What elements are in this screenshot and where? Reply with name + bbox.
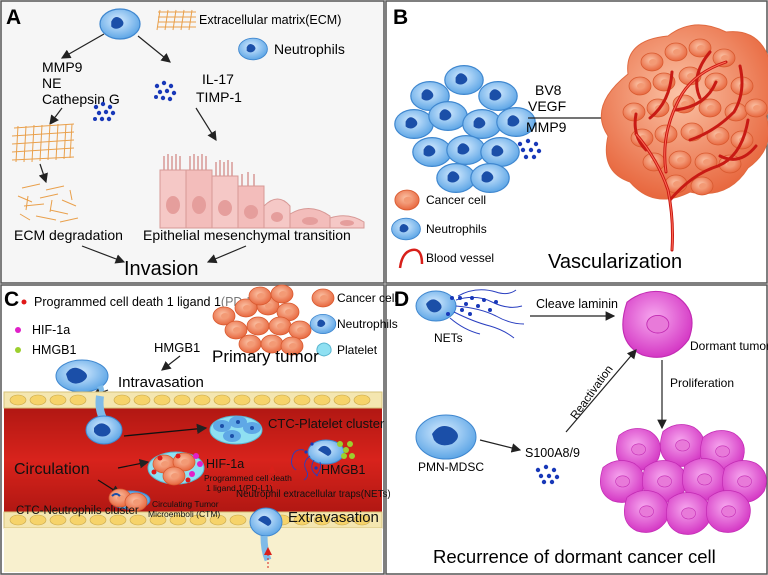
nets-label: Neutrophil extracellular traps(NETs): [236, 489, 391, 500]
blood-vessel-legend-label: Blood vessel: [426, 251, 494, 265]
degraded-ecm: [17, 183, 79, 223]
proliferation-label: Proliferation: [670, 376, 734, 390]
platelet-legend-label: Platelet: [337, 343, 378, 357]
factor-il17-label: IL-17: [202, 71, 234, 87]
neutrophil-cell-icon: [99, 8, 141, 40]
ecm-legend-label: Extracellular matrix(ECM): [199, 13, 341, 27]
arrow-to-ctc-platelet: [123, 423, 208, 437]
hmgb1-right-label: HMGB1: [321, 463, 366, 477]
neutrophils-legend-label-b: Neutrophils: [426, 222, 487, 236]
factor-mmp9-label: MMP9: [526, 119, 567, 135]
s100-label: S100A8/9: [525, 446, 580, 460]
proliferated-tumor-cluster: [599, 424, 767, 535]
dormant-tumor-label: Dormant tumor: [690, 339, 768, 353]
arrow-ecm-to-invasion: [81, 245, 126, 264]
neutrophils-legend-label: Neutrophils: [274, 41, 345, 57]
s100-dots: [535, 464, 560, 485]
cancer-cell-legend-icon: [394, 189, 420, 211]
ctc-neutrophils-label: CTC-Neutrophils cluster: [16, 505, 139, 517]
neutrophils-legend-label-c: Neutrophils: [337, 317, 398, 331]
factor-dots: [154, 80, 177, 102]
panel-d-letter: D: [394, 288, 409, 311]
nets-in-vessel: [291, 439, 355, 481]
enzyme-dots: [93, 101, 116, 122]
neutrophil-legend-icon-c: [309, 313, 337, 335]
factor-timp1-label: TIMP-1: [196, 89, 242, 105]
arrow-reactivation: [565, 349, 637, 433]
ctm-line1-label: Circulating Tumor: [152, 499, 219, 509]
hmgb1-legend-label: HMGB1: [32, 343, 77, 357]
intravasation-label: Intravasation: [118, 374, 204, 391]
enzyme-ne-label: NE: [42, 75, 61, 91]
nets-d-label: NETs: [434, 331, 463, 345]
hmgb1-left-label: HMGB1: [154, 340, 200, 355]
enzyme-cathepsin-label: Cathepsin G: [42, 91, 120, 107]
enzyme-mmp9-label: MMP9: [42, 59, 83, 75]
cleave-laminin-label: Cleave laminin: [536, 297, 618, 311]
arrow-to-degraded: [38, 163, 48, 184]
extravasation-label: Extravasation: [288, 509, 379, 526]
ctm-line2-label: Microemboli (CTM): [148, 509, 220, 519]
factor-vegf-label: VEGF: [528, 98, 566, 114]
circulation-label: Circulation: [14, 461, 90, 478]
panel-a: A Extracellular matrix(ECM) Neutrophils …: [6, 6, 365, 280]
vascularization-label: Vascularization: [548, 251, 682, 273]
arrow-to-emt: [195, 107, 217, 142]
hif-label: HIF-1a: [206, 457, 244, 471]
dormant-tumor-cell: [622, 290, 693, 358]
arrow-to-enzymes: [60, 33, 105, 59]
vascularized-tumor: [600, 24, 768, 252]
neutrophil-in-vessel: [85, 395, 123, 445]
factor-dots-b: [517, 138, 542, 160]
hif-legend-label: HIF-1a: [32, 323, 70, 337]
ctc-platelet-cluster: [209, 415, 263, 445]
arrow-to-ecm: [49, 107, 63, 125]
nets-cell: [415, 289, 525, 339]
arrow-to-ctm: [117, 458, 150, 469]
ecm-mesh: [11, 123, 75, 163]
pmn-mdsc-label: PMN-MDSC: [418, 460, 484, 474]
invasion-label: Invasion: [124, 258, 199, 280]
cancer-cell-legend-label: Cancer cell: [426, 193, 486, 207]
arrow-hmgb1-down: [161, 355, 181, 371]
factor-bv8-label: BV8: [535, 82, 562, 98]
neutrophil-legend-icon-b: [391, 217, 421, 241]
platelet-legend-icon: [316, 342, 332, 357]
hmgb1-dot-icon: [15, 347, 21, 353]
primary-tumor-label: Primary tumor: [212, 347, 319, 366]
pmn-mdsc-cell: [415, 414, 477, 460]
emt-label: Epithelial mesenchymal transition: [143, 227, 351, 243]
pdl1-dot-icon: [21, 299, 27, 305]
panel-b: B BV8 VEGF MMP9: [391, 6, 768, 273]
panel-b-letter: B: [393, 6, 408, 29]
pdl1-line2-label: 1 ligand 1(PD-L1): [206, 483, 273, 493]
panel-c-letter: C: [4, 288, 19, 311]
panel-c: C Programmed cell death 1 ligand 1(PD-L1…: [3, 284, 398, 572]
epithelial-cells: [159, 154, 365, 229]
arrow-emt-to-invasion: [206, 245, 247, 264]
ecm-grid-icon: [156, 9, 196, 31]
ctc-neutrophils-cluster: [108, 488, 151, 512]
arrow-to-factors: [137, 35, 171, 63]
cancer-cell-legend-icon-c: [311, 288, 335, 308]
hif-dot-icon: [15, 327, 21, 333]
blood-vessel-legend-icon: [398, 248, 424, 269]
cancer-cell-legend-label-c: Cancer cell: [337, 291, 397, 305]
arrow-to-s100: [479, 439, 522, 453]
neutrophil-legend-icon: [238, 37, 268, 61]
ctm-cluster: [147, 451, 205, 486]
recurrence-label: Recurrence of dormant cancer cell: [433, 546, 716, 567]
pdl1-line1-label: Programmed cell death: [204, 473, 292, 483]
pdl1-legend-label: Programmed cell death 1 ligand 1(PD-L1): [34, 295, 265, 309]
panel-a-letter: A: [6, 6, 21, 29]
ecm-degradation-label: ECM degradation: [14, 227, 123, 243]
ctc-platelet-label: CTC-Platelet cluster: [268, 416, 385, 431]
